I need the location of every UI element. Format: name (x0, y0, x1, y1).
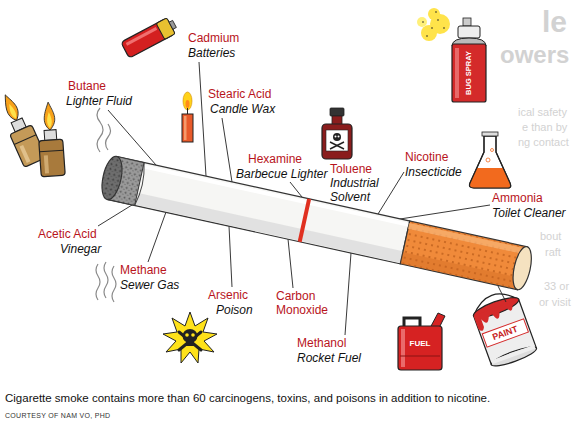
chemical-name: Methane (120, 263, 167, 277)
background-text: bout (540, 230, 561, 242)
flask-icon (470, 132, 511, 188)
solvent-bottle-icon (322, 108, 352, 159)
common-use: Lighter Fluid (66, 94, 132, 108)
chemical-name: Ammonia (492, 191, 543, 205)
background-text: 33 or (544, 280, 569, 292)
chemical-name: Acetic Acid (38, 227, 97, 241)
battery-icon (121, 16, 179, 58)
chemical-name: Arsenic (208, 288, 248, 302)
cigarette-body (98, 155, 534, 292)
chemical-name: Cadmium (188, 31, 239, 45)
chemical-name: Carbon Monoxide (276, 289, 334, 317)
background-text: e than by (522, 121, 567, 133)
chemical-name: Nicotine (405, 150, 448, 164)
spray-can-icon (417, 8, 486, 102)
common-use: Vinegar (60, 242, 101, 256)
leader-line (98, 62, 506, 335)
paint-can-icon (469, 287, 538, 369)
common-use: Poison (216, 303, 253, 317)
common-use: Candle Wax (210, 102, 275, 116)
can-label: FUEL (410, 339, 431, 349)
credit-line: COURTESY OF NAM VO, PHD (5, 411, 110, 420)
candle-icon (182, 92, 193, 142)
chemical-name: Methanol (297, 336, 346, 350)
background-text: ical safety (518, 106, 567, 118)
background-text: le (542, 6, 567, 38)
chemical-name: Stearic Acid (208, 87, 271, 101)
fuel-can-icon (398, 313, 445, 370)
poison-symbol (163, 312, 217, 363)
background-text: or visit (539, 296, 571, 308)
smoke-wisp (97, 108, 111, 152)
fume-lines (96, 262, 116, 302)
background-text: ng contact (518, 136, 569, 148)
common-use: Batteries (188, 46, 235, 60)
chemical-name: Toluene (330, 162, 372, 176)
common-use: Industrial Solvent (330, 176, 390, 204)
background-text: owers (500, 42, 569, 68)
common-use: Barbecue Lighter (236, 167, 327, 181)
common-use: Sewer Gas (120, 278, 179, 292)
lighter-icon (36, 101, 65, 176)
chemical-name: Butane (68, 79, 106, 93)
chemical-name: Hexamine (248, 152, 302, 166)
common-use: Rocket Fuel (297, 351, 361, 365)
common-use: Insecticide (405, 165, 462, 179)
can-label: BUG SPRAY (464, 51, 474, 95)
background-text: raft (545, 246, 561, 258)
common-use: Toilet Cleaner (492, 206, 566, 220)
figure-caption: Cigarette smoke contains more than 60 ca… (5, 391, 490, 405)
